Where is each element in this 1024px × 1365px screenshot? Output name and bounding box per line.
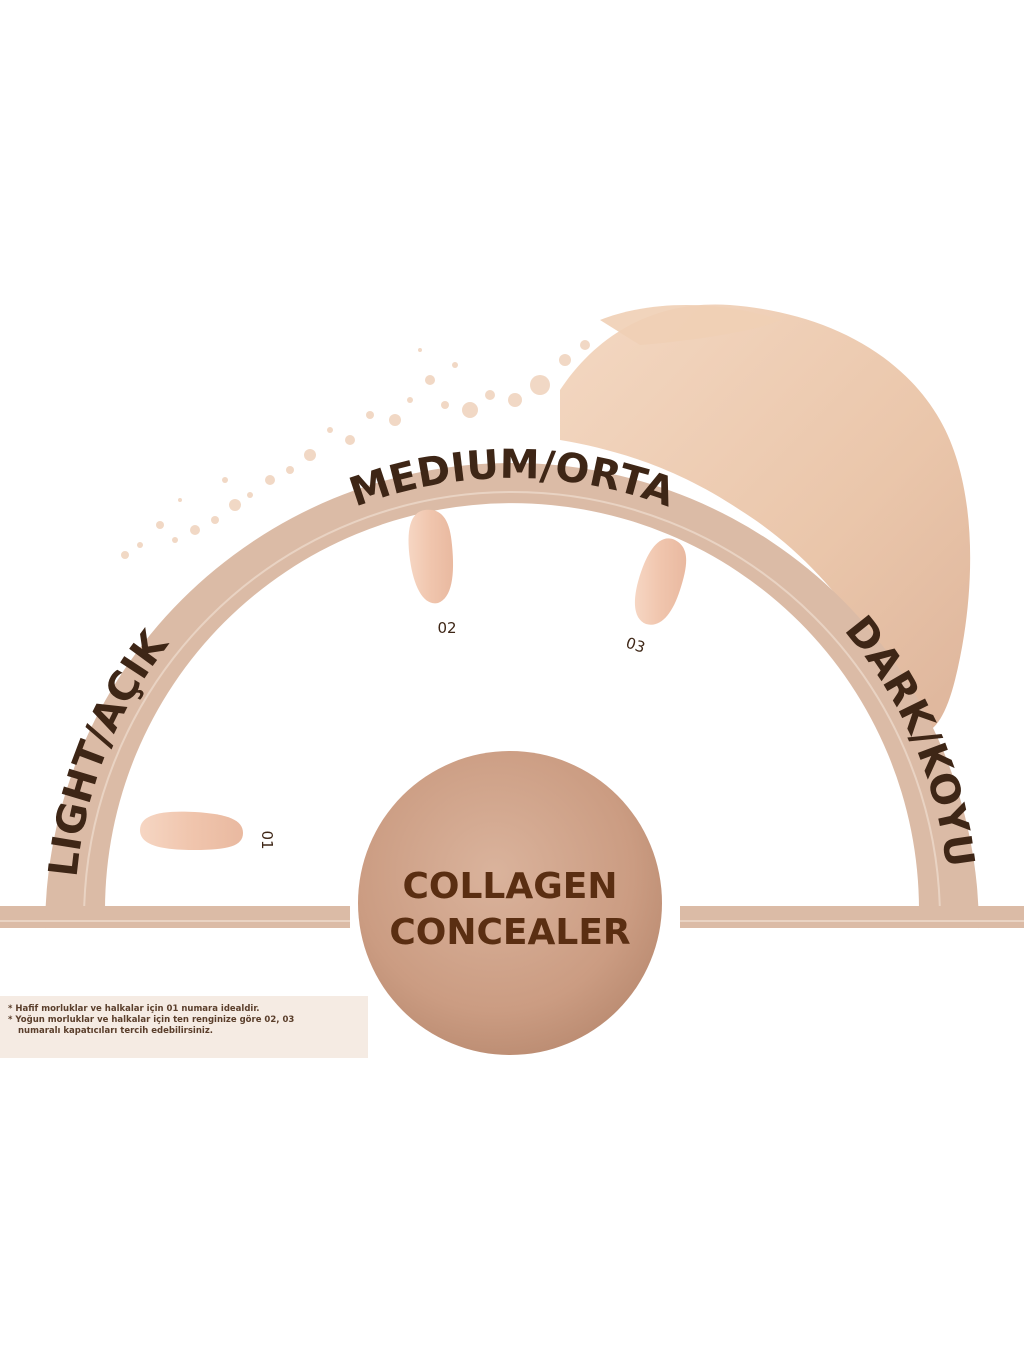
usage-notes: * Hafif morluklar ve halkalar için 01 nu… [0,996,368,1058]
shade-swatch-01 [140,811,243,850]
note-line-2: * Yoğun morluklar ve halkalar için ten r… [8,1015,295,1025]
shade-code-03: 03 [624,634,648,657]
center-title-line2: CONCEALER [389,912,630,953]
shade-code-01: 01 [258,830,276,849]
note-line-1: * Hafif morluklar ve halkalar için 01 nu… [8,1004,260,1014]
shade-swatch-03 [634,538,687,625]
shade-swatch-02 [408,509,454,604]
shade-code-02: 02 [437,619,456,637]
concealer-smear [121,304,971,733]
shade-arc [0,463,1024,930]
center-title-line1: COLLAGEN [402,866,617,907]
note-line-3: numaralı kapatıcıları tercih edebilirsin… [18,1026,213,1036]
center-badge: COLLAGEN CONCEALER [358,751,662,1055]
